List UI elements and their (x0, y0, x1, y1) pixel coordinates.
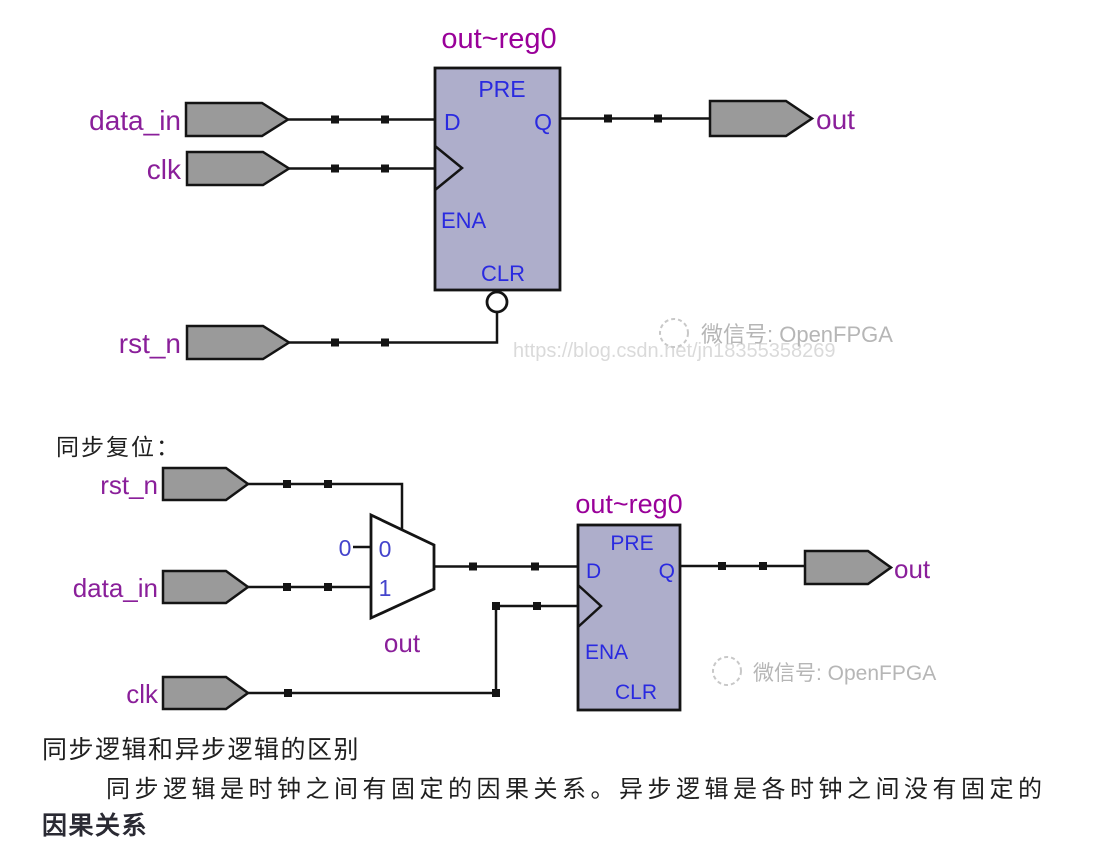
clock-edge-icon (434, 145, 464, 191)
port-label-q: Q (659, 560, 675, 583)
output-pin-out (708, 99, 815, 138)
input-label-data-in: data_in (89, 105, 181, 136)
async-reset-schematic: out~reg0 data_in clk rst_n PRE D (89, 23, 893, 362)
paragraph-sync-async-difference-body: 同步逻辑是时钟之间有固定的因果关系。异步逻辑是各时钟之间没有固定的 (106, 777, 1047, 803)
sync-reset-heading: 同步复位： (56, 435, 181, 460)
mux-input-1-label: 1 (379, 575, 392, 601)
output-label-out: out (816, 104, 855, 135)
dff-register-body (433, 66, 562, 292)
wire-rst-n-to-mux-select (248, 482, 404, 531)
dff-register-body (576, 523, 682, 712)
input-pin-clk (161, 675, 251, 711)
wire-rst-n-to-clr (289, 312, 499, 344)
wire-junction-dots (331, 114, 662, 347)
mux-input-0-label: 0 (379, 536, 392, 562)
input-pin-data-in (184, 101, 291, 138)
port-label-ena: ENA (585, 641, 628, 664)
port-label-q: Q (534, 109, 552, 135)
input-pin-data-in (161, 569, 251, 605)
register-instance-title: out~reg0 (575, 489, 682, 519)
input-label-clk: clk (126, 679, 159, 709)
register-instance-title: out~reg0 (441, 23, 556, 55)
input-label-data-in: data_in (73, 573, 158, 603)
sync-reset-schematic: rst_n data_in clk 0 0 (73, 466, 936, 712)
wechat-logo-icon (659, 318, 689, 348)
wechat-logo-icon (712, 656, 742, 686)
input-label-clk: clk (147, 154, 182, 185)
port-label-clr: CLR (615, 681, 657, 704)
paragraph-causal-relationship-bold: 因果关系 (42, 812, 149, 840)
port-label-pre: PRE (610, 532, 653, 555)
wire-junction-dots (283, 480, 767, 697)
wechat-watermark-text: 微信号: OpenFPGA (753, 662, 936, 685)
input-pin-clk (185, 150, 292, 187)
wechat-watermark-text: 微信号: OpenFPGA (701, 322, 893, 347)
port-label-d: D (444, 109, 461, 135)
csdn-url-watermark: https://blog.csdn.net/jn18355358269 (513, 340, 835, 362)
input-label-rst-n: rst_n (100, 470, 158, 500)
port-label-pre: PRE (478, 76, 525, 102)
paragraph-sync-async-difference-title: 同步逻辑和异步逻辑的区别 (42, 737, 361, 764)
input-label-rst-n: rst_n (119, 328, 181, 359)
mux-body (369, 512, 436, 621)
output-pin-out (803, 549, 894, 586)
port-label-d: D (586, 560, 601, 583)
mux-const-0-label: 0 (339, 535, 352, 561)
port-label-ena: ENA (441, 208, 487, 233)
clr-inversion-bubble-icon (485, 290, 509, 314)
clock-edge-icon (577, 584, 603, 628)
input-pin-rst-n (161, 466, 251, 502)
port-label-clr: CLR (481, 261, 525, 286)
mux-instance-label: out (384, 628, 421, 658)
input-pin-rst-n (185, 324, 292, 361)
output-label-out: out (894, 554, 931, 584)
